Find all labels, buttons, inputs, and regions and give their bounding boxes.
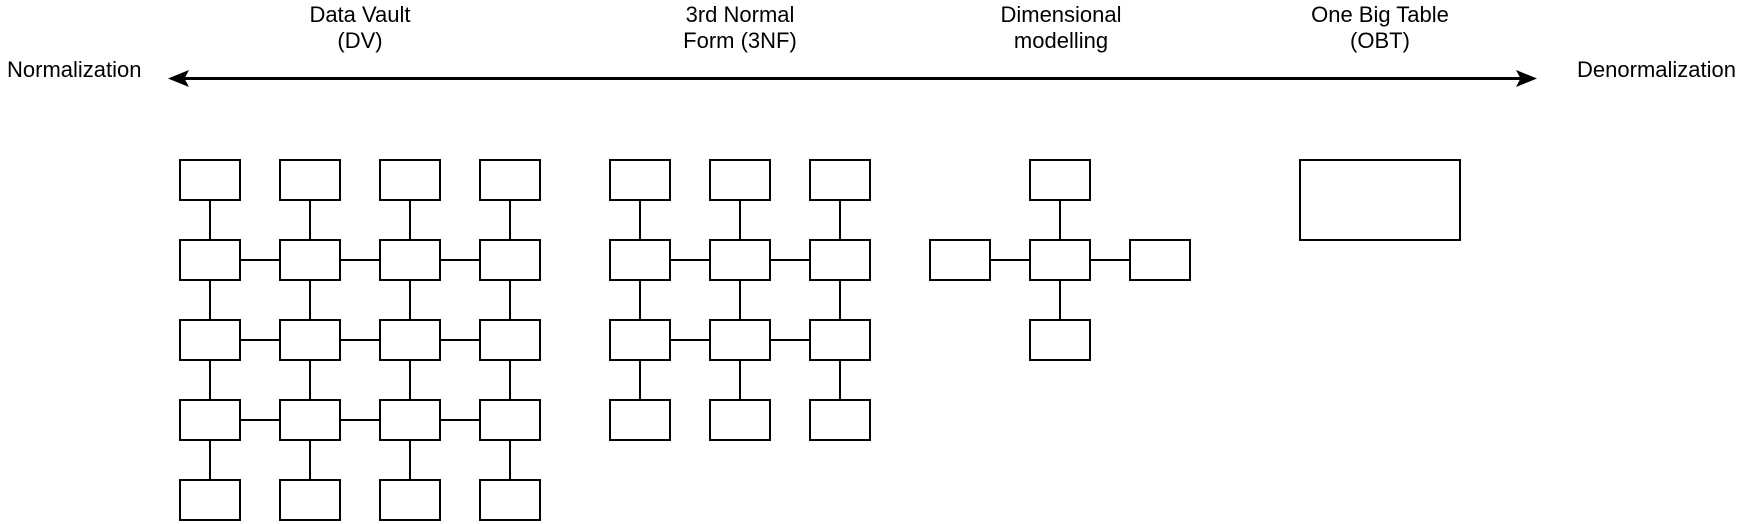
third-normal-form-table-box: [609, 399, 671, 441]
group-title-3nf-line1: 3rd Normal: [686, 2, 795, 27]
data-vault-table-box: [179, 159, 241, 201]
group-title-data-vault-line1: Data Vault: [309, 2, 410, 27]
data-vault-table-box: [479, 479, 541, 521]
group-title-obt-line1: One Big Table: [1311, 2, 1449, 27]
data-vault-table-box: [279, 319, 341, 361]
dimensional-modelling-table-box: [1029, 239, 1091, 281]
data-vault-table-box: [179, 319, 241, 361]
data-vault-table-box: [379, 319, 441, 361]
data-vault-table-box: [479, 239, 541, 281]
data-vault-table-box: [379, 399, 441, 441]
data-vault-table-box: [279, 239, 341, 281]
data-vault-table-box: [279, 399, 341, 441]
entity-shapes-layer: [179, 159, 1461, 521]
third-normal-form-table-box: [809, 319, 871, 361]
group-title-data-vault-line2: (DV): [337, 28, 382, 53]
third-normal-form-table-box: [709, 159, 771, 201]
dimensional-modelling-table-box: [929, 239, 991, 281]
dimensional-modelling-table-box: [1129, 239, 1191, 281]
data-vault-table-box: [479, 319, 541, 361]
normalization-axis-arrow: [168, 70, 1537, 87]
one-big-table-table-box: [1299, 159, 1461, 241]
arrow-head-right-icon: [1516, 70, 1537, 87]
third-normal-form-table-box: [709, 319, 771, 361]
third-normal-form-table-box: [709, 239, 771, 281]
group-title-obt-line2: (OBT): [1350, 28, 1410, 53]
group-title-dimensional-line1: Dimensional: [1000, 2, 1121, 27]
third-normal-form-table-box: [609, 319, 671, 361]
dimensional-modelling-table-box: [1029, 319, 1091, 361]
third-normal-form-table-box: [609, 159, 671, 201]
data-vault-table-box: [179, 479, 241, 521]
arrow-head-left-icon: [168, 70, 189, 87]
group-title-dimensional-line2: modelling: [1014, 28, 1108, 53]
third-normal-form-table-box: [709, 399, 771, 441]
third-normal-form-table-box: [809, 239, 871, 281]
data-vault-table-box: [379, 159, 441, 201]
axis-label-normalization: Normalization: [7, 57, 142, 82]
data-vault-table-box: [479, 399, 541, 441]
data-vault-table-box: [279, 479, 341, 521]
data-vault-table-box: [479, 159, 541, 201]
dimensional-modelling-table-box: [1029, 159, 1091, 201]
data-vault-table-box: [179, 239, 241, 281]
third-normal-form-table-box: [609, 239, 671, 281]
axis-label-denormalization: Denormalization: [1577, 57, 1736, 82]
data-vault-table-box: [379, 239, 441, 281]
third-normal-form-table-box: [809, 399, 871, 441]
group-title-3nf-line2: Form (3NF): [683, 28, 797, 53]
data-vault-table-box: [279, 159, 341, 201]
data-vault-table-box: [379, 479, 441, 521]
third-normal-form-table-box: [809, 159, 871, 201]
data-vault-table-box: [179, 399, 241, 441]
